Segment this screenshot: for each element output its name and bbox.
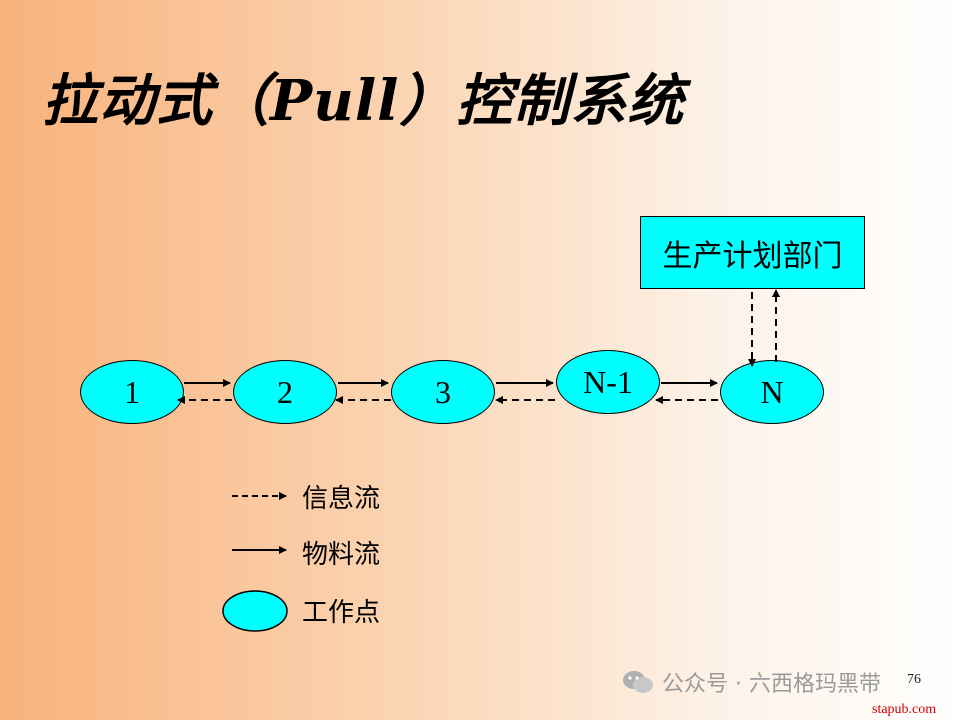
- production-planning-box: 生产计划部门: [640, 216, 865, 289]
- site-watermark: stapub.com: [872, 702, 937, 717]
- slide-title: 拉动式（Pull）控制系统: [42, 68, 685, 134]
- watermark: 公众号 · 六西格玛黑带: [622, 666, 881, 698]
- page-number: 76: [907, 672, 921, 687]
- legend-material-flow: 物料流: [302, 540, 381, 570]
- work-node-n: N: [720, 360, 824, 424]
- work-node-3: 3: [391, 360, 495, 424]
- work-node-1: 1: [80, 360, 184, 424]
- watermark-text: 公众号 · 六西格玛黑带: [662, 672, 881, 697]
- legend-ellipse: [222, 590, 288, 632]
- legend-work-point: 工作点: [302, 598, 381, 628]
- legend-info-flow: 信息流: [302, 484, 381, 514]
- work-node-n-1: N-1: [556, 350, 660, 414]
- wechat-icon: [623, 671, 653, 693]
- work-node-2: 2: [233, 360, 337, 424]
